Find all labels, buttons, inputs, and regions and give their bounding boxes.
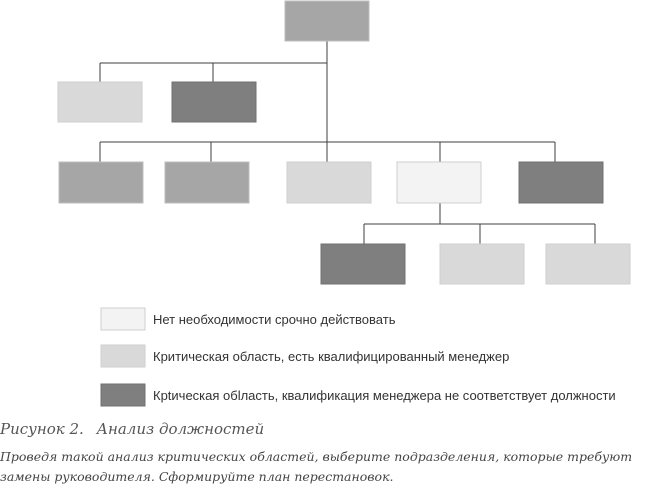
legend: Нет необходимости срочно действовать Кри… [100,307,616,407]
org-node-level2-2 [164,161,250,204]
org-node-level2-3 [286,161,372,204]
legend-swatch-no-action [100,307,146,331]
description-line-1: Проведя такой анализ критических областе… [0,449,633,464]
legend-label-qualified: Критическая область, есть квалифицирован… [153,349,509,364]
legend-swatch-qualified [100,344,146,368]
figure-number: Рисунок 2. [0,420,84,438]
org-node-level3-1 [320,243,406,285]
org-node-level3-3 [545,243,631,285]
org-chart-diagram: Нет необходимости срочно действовать Кри… [57,0,631,407]
figure-description: Проведя такой анализ критических областе… [0,447,648,487]
org-node-root [284,0,370,42]
figure-caption: Рисунок 2. Анализ должностей [0,420,650,438]
description-line-2: замены руководителя. Сформируйте план пе… [0,469,394,484]
legend-label-no-action: Нет необходимости срочно действовать [153,312,396,327]
org-node-level2-1 [58,161,144,204]
legend-label-unqualified: Крtическая обlласть, квалификация менедж… [153,388,616,403]
org-node-level2-5 [518,161,604,204]
connector-lines [99,41,596,244]
org-node-level2-4 [396,161,482,204]
org-node-level1-2 [171,81,257,123]
org-node-level1-1 [57,81,143,123]
org-node-level3-2 [439,243,525,285]
figure-title: Анализ должностей [96,420,265,438]
legend-swatch-unqualified [100,383,146,407]
